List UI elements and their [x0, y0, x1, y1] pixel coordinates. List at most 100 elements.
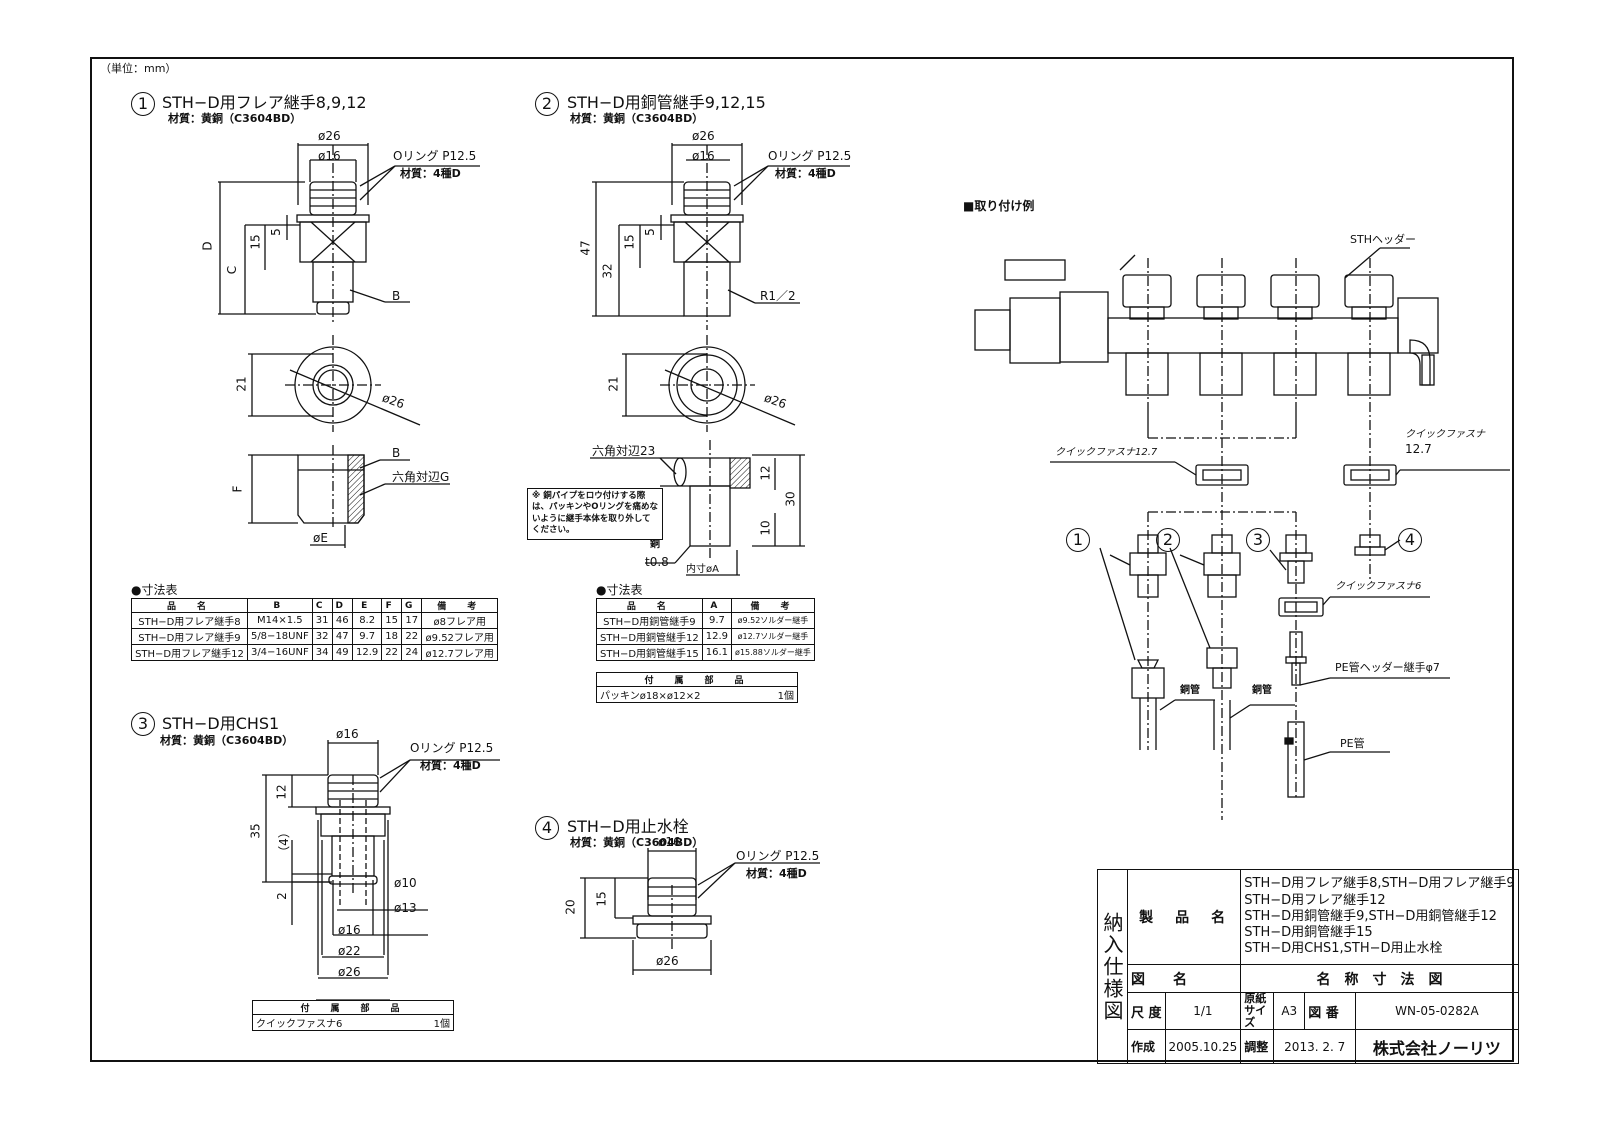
- install-exploded-parts: [1099, 511, 1450, 800]
- part1-outer-dia: ø26: [318, 129, 341, 143]
- table-cell: STH−D用銅管継手15: [596, 644, 703, 661]
- install-pe-joint: PE管ヘッダー継手φ7: [1335, 661, 1440, 674]
- unit-note: （単位：mm）: [100, 62, 177, 75]
- part1-callout: 1: [131, 92, 155, 116]
- table-cell: 16.1: [701, 644, 733, 661]
- table-cell: 15: [381, 612, 403, 629]
- install-qf127-right-2: 12.7: [1405, 442, 1432, 456]
- part3-dim-4: （4）: [276, 826, 291, 858]
- part3-side-view: [262, 740, 500, 1001]
- part2-material: 材質：黄銅（C3604BD）: [570, 112, 704, 125]
- scale-label: 尺 度: [1127, 991, 1166, 1031]
- table-cell: 47: [331, 628, 353, 645]
- install-qf127-right-1: クイックファスナ: [1405, 429, 1485, 440]
- revised-date: 2013. 2. 7: [1273, 1029, 1357, 1065]
- part4-title: STH−D用止水栓: [567, 817, 689, 836]
- table-cell: 22: [401, 628, 423, 645]
- part2-dim-5: 5: [642, 228, 657, 236]
- accessory-qty: 1個: [413, 1014, 454, 1031]
- part1-nut-bore: øE: [313, 531, 328, 545]
- part1-thread-b: B: [392, 289, 401, 303]
- part4-oring-label: Oリング P12.5: [736, 849, 820, 863]
- table-cell: ø12.7ソルダー継手: [731, 628, 815, 645]
- accessory-header: 付 属 部 品: [596, 672, 798, 687]
- table1-header: D: [331, 598, 353, 613]
- table-cell: 17: [401, 612, 423, 629]
- part3-dia-26: ø26: [338, 965, 361, 979]
- table-cell: 24: [401, 644, 423, 661]
- table-cell: 9.7: [351, 628, 383, 645]
- part3-title: STH−D用CHS1: [162, 714, 280, 733]
- part4-top-dia: ø16: [658, 835, 681, 849]
- part2-thickness: t0.8: [645, 555, 669, 569]
- part2-hex-label: 六角対辺23: [592, 444, 656, 458]
- part2-dim-30: 30: [783, 491, 798, 507]
- table-row: STH−D用銅管継手9 9.7 ø9.52ソルダー継手: [596, 612, 815, 629]
- drawing-number: WN-05-0282A: [1355, 991, 1519, 1031]
- part4-bottom-dia: ø26: [656, 954, 679, 968]
- part1-nut-hex: 六角対辺G: [392, 470, 450, 484]
- install-callout-2: 2: [1156, 528, 1180, 552]
- install-header-assembly: [974, 259, 1439, 386]
- install-callout-4: 4: [1398, 528, 1422, 552]
- part2-outer-dia: ø26: [692, 129, 715, 143]
- part2-side-view: [592, 143, 850, 330]
- part4-dim-20: 20: [563, 899, 578, 915]
- part1-dim-d: D: [200, 241, 215, 251]
- table-row: STH−D用銅管継手15 16.1 ø15.88ソルダー継手: [596, 644, 815, 661]
- table-cell: STH−D用銅管継手12: [596, 628, 703, 645]
- table-cell: 8.2: [351, 612, 383, 629]
- part3-dim-12: 12: [274, 784, 289, 800]
- table1-header: G: [401, 598, 423, 613]
- install-qf6: クイックファスナ6: [1335, 581, 1422, 592]
- part2-oring-label: Oリング P12.5: [768, 149, 852, 163]
- table-cell: ø12.7フレア用: [421, 644, 498, 661]
- install-callout-3: 3: [1246, 528, 1270, 552]
- table1-header: F: [381, 598, 403, 613]
- table-row: クイックファスナ6 1個: [251, 1014, 454, 1031]
- part2-callout: 2: [535, 92, 559, 116]
- part2-title: STH−D用銅管継手9,12,15: [567, 93, 766, 112]
- table-cell: ø15.88ソルダー継手: [731, 644, 815, 661]
- paper-size: A3: [1273, 991, 1306, 1031]
- part2-face-view: [622, 335, 796, 432]
- part3-material: 材質：黄銅（C3604BD）: [160, 734, 294, 747]
- part1-dim-c: C: [225, 265, 240, 275]
- table-row: STH−D用フレア継手9 5/8−18UNF 32 47 9.7 18 22 ø…: [131, 628, 498, 645]
- accessory-qty: 1個: [762, 686, 799, 703]
- drawing-no-label: 図 番: [1304, 991, 1357, 1031]
- brazing-note: ※ 銅パイプをロウ付けする際は、パッキンやOリングを痛めないように継手本体を取り…: [527, 488, 663, 540]
- part3-dia-10: ø10: [394, 876, 417, 890]
- dimension-table-1: 品 名 B C D E F G 備 考 STH−D用フレア継手8 M14×1.5…: [131, 598, 498, 661]
- install-quick-fasteners: [1050, 461, 1510, 617]
- accessory-item: クイックファスナ6: [251, 1014, 414, 1031]
- part2-dim-47: 47: [578, 240, 593, 256]
- table-cell: 46: [331, 612, 353, 629]
- part3-dia-22: ø22: [338, 944, 361, 958]
- drawing-sheet-border: [90, 57, 1514, 1062]
- part4-dim-15: 15: [594, 891, 609, 907]
- part1-oring-label: Oリング P12.5: [393, 149, 477, 163]
- table-cell: ø8フレア用: [421, 612, 498, 629]
- spec-sheet-label: 納入仕様図: [1097, 868, 1128, 1065]
- table-cell: 49: [331, 644, 353, 661]
- table-row: STH−D用フレア継手8 M14×1.5 31 46 8.2 15 17 ø8フ…: [131, 612, 498, 629]
- part2-inner-bore: 内寸øA: [686, 564, 719, 575]
- part4-side-view: [580, 848, 820, 975]
- part2-oring-material: 材質：4種D: [775, 167, 836, 180]
- table1-header: C: [311, 598, 333, 613]
- table-cell: 22: [381, 644, 403, 661]
- scale-value: 1/1: [1164, 991, 1242, 1031]
- part3-top-dia: ø16: [336, 727, 359, 741]
- part3-dia-13: ø13: [394, 901, 417, 915]
- table2-header: 備 考: [731, 598, 815, 613]
- table-cell: M14×1.5: [246, 612, 313, 629]
- product-name-line: STH−D用フレア継手8,STH−D用フレア継手9: [1244, 876, 1515, 892]
- install-copper-pipe-2: 銅管: [1252, 685, 1272, 696]
- install-pe-pipe: PE管: [1340, 737, 1365, 750]
- table-cell: 31: [311, 612, 333, 629]
- accessory-item: パッキンø18×ø12×2: [596, 686, 763, 703]
- install-header-label: STHヘッダー: [1350, 233, 1416, 246]
- drawing-name: 名 称 寸 法 図: [1240, 964, 1519, 993]
- part2-inner-dia: ø16: [692, 149, 715, 163]
